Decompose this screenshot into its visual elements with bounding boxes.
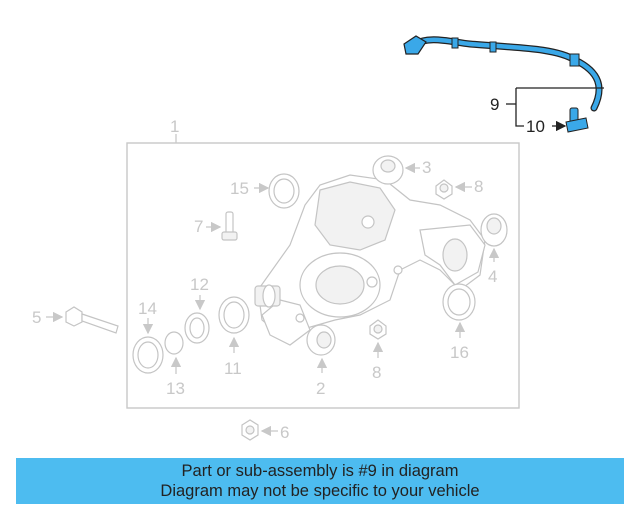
callout-6: 6 [280, 423, 289, 442]
callout-11: 11 [224, 359, 242, 378]
banner-line-2: Diagram may not be specific to your vehi… [160, 482, 480, 500]
callout-1: 1 [170, 117, 179, 136]
bushing-3 [372, 155, 404, 185]
callout-2: 2 [316, 379, 325, 398]
info-banner: Part or sub-assembly is #9 in diagram Di… [16, 458, 624, 504]
callout-15: 15 [230, 179, 249, 198]
bolt-5 [65, 306, 119, 334]
callout-12: 12 [190, 275, 209, 294]
stud-7 [221, 211, 238, 241]
seal-11 [218, 296, 250, 334]
banner-line-1: Part or sub-assembly is #9 in diagram [181, 462, 459, 480]
callout-8-upper: 8 [474, 177, 483, 196]
differential-housing [254, 174, 486, 346]
bushing-4 [480, 213, 508, 247]
bushing-2 [306, 324, 336, 356]
seal-16 [442, 283, 476, 321]
plug-8-upper [435, 179, 453, 200]
seal-14 [132, 336, 164, 374]
callout-10: 10 [526, 117, 545, 136]
callout-13: 13 [166, 379, 185, 398]
seal-15 [268, 173, 300, 209]
nut-6 [241, 419, 259, 441]
callout-7: 7 [194, 217, 203, 236]
fitting-10 [565, 107, 589, 133]
callout-16: 16 [450, 343, 469, 362]
vent-hose-9[interactable] [403, 35, 603, 112]
callout-4: 4 [488, 267, 497, 286]
callout-3: 3 [422, 158, 431, 177]
ring-13 [164, 331, 184, 355]
callout-8-lower: 8 [372, 363, 381, 382]
ring-12 [184, 312, 210, 344]
callout-9: 9 [490, 95, 499, 114]
callout-14: 14 [138, 299, 157, 318]
plug-8-lower [369, 319, 387, 340]
callout-5: 5 [32, 308, 41, 327]
assembly-frame [126, 142, 520, 409]
